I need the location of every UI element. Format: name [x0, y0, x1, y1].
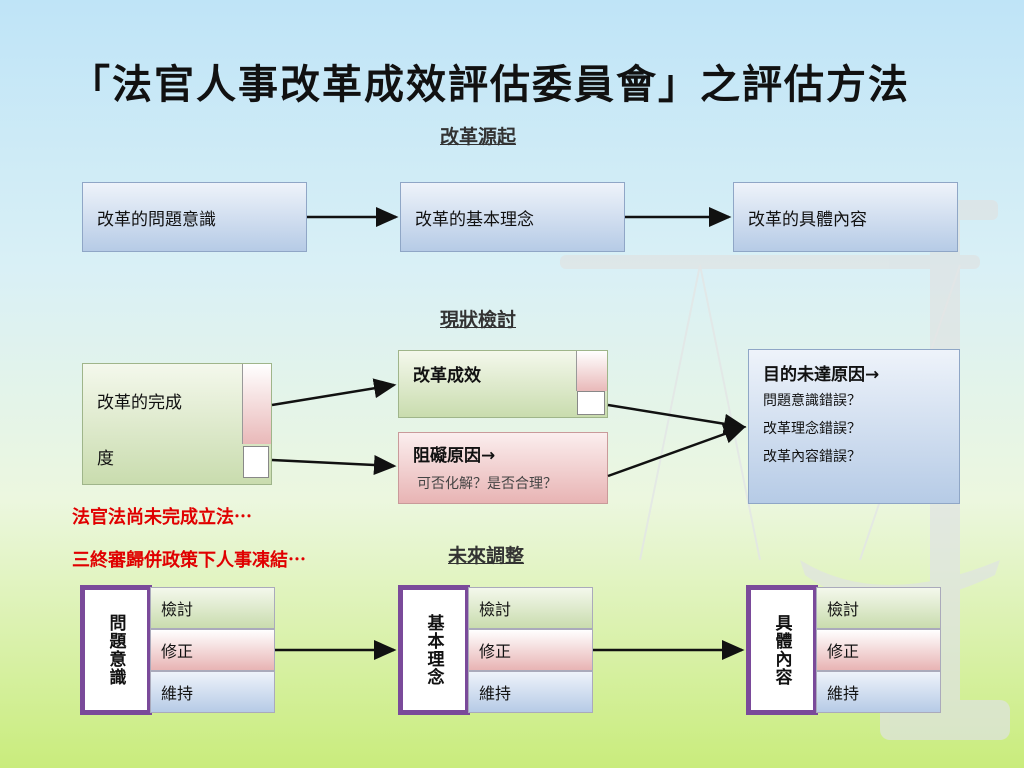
- origin-box-label: 改革的具體內容: [748, 209, 867, 230]
- obstacle-title: 阻礙原因→: [413, 446, 496, 466]
- origin-box-problem: 改革的問題意識: [82, 182, 307, 252]
- goal-title: 目的未達原因→: [763, 365, 880, 385]
- future-actions-principle: 檢討 修正 維持: [468, 587, 593, 713]
- obstacle-detail: 可否化解？是否合理？: [417, 476, 557, 492]
- action-maintain: 維持: [816, 671, 941, 713]
- future-label-box-principle: 基本理念: [398, 585, 470, 715]
- arrow-completion-effect: [271, 378, 397, 407]
- future-actions-problem: 檢討 修正 維持: [150, 587, 275, 713]
- arrow-completion-obstacle: [271, 455, 397, 476]
- origin-box-principle: 改革的基本理念: [400, 182, 625, 252]
- effect-bar: [576, 351, 607, 391]
- effect-bar-empty: [577, 391, 605, 415]
- future-label: 問題意識: [105, 614, 126, 686]
- action-review: 檢討: [816, 587, 941, 629]
- goal-item: 改革內容錯誤？: [763, 449, 861, 465]
- section-title-review: 現狀檢討: [440, 309, 517, 331]
- future-label: 具體內容: [771, 614, 792, 686]
- completion-box: 改革的完成 度: [82, 363, 272, 485]
- completion-bar: [242, 364, 271, 444]
- action-revise: 修正: [468, 629, 593, 671]
- goal-item: 改革理念錯誤？: [763, 421, 861, 437]
- future-actions-content: 檢討 修正 維持: [816, 587, 941, 713]
- obstacle-box: 阻礙原因→ 可否化解？是否合理？: [398, 432, 608, 504]
- page-title: 「法官人事改革成效評估委員會」之評估方法: [70, 61, 910, 108]
- action-revise: 修正: [150, 629, 275, 671]
- note-line-2: 三終審歸併政策下人事凍結⋯: [72, 550, 306, 571]
- effect-label: 改革成效: [413, 366, 481, 386]
- section-title-future: 未來調整: [448, 545, 525, 567]
- goal-item: 問題意識錯誤？: [763, 393, 861, 409]
- action-maintain: 維持: [468, 671, 593, 713]
- origin-box-label: 改革的問題意識: [97, 209, 216, 230]
- future-label: 基本理念: [423, 614, 444, 686]
- origin-box-label: 改革的基本理念: [415, 209, 534, 230]
- future-label-box-content: 具體內容: [746, 585, 818, 715]
- arrow-obstacle-goal: [607, 424, 747, 478]
- action-review: 檢討: [150, 587, 275, 629]
- completion-bar-empty: [243, 446, 269, 478]
- arrow-effect-goal: [607, 403, 747, 434]
- action-review: 檢討: [468, 587, 593, 629]
- completion-label-line2: 度: [97, 449, 114, 469]
- future-label-box-problem: 問題意識: [80, 585, 152, 715]
- action-revise: 修正: [816, 629, 941, 671]
- note-line-1: 法官法尚未完成立法⋯: [72, 507, 252, 528]
- goal-box: 目的未達原因→ 問題意識錯誤？ 改革理念錯誤？ 改革內容錯誤？: [748, 349, 960, 504]
- completion-label-line1: 改革的完成: [97, 393, 182, 413]
- section-title-origin: 改革源起: [440, 126, 517, 148]
- effect-box: 改革成效: [398, 350, 608, 418]
- action-maintain: 維持: [150, 671, 275, 713]
- origin-box-content: 改革的具體內容: [733, 182, 958, 252]
